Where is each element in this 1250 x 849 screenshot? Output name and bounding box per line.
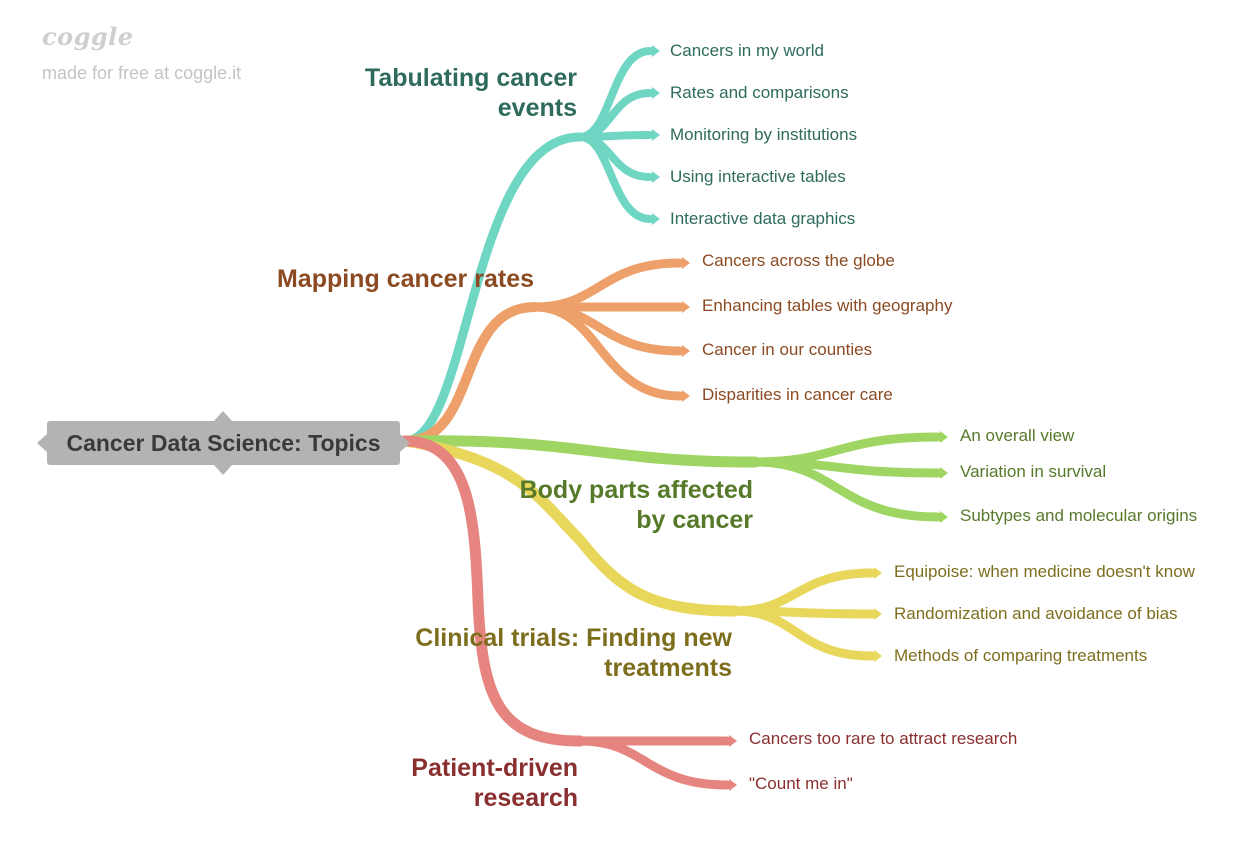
leaf-node[interactable]: Monitoring by institutions <box>670 125 858 144</box>
branch-label-line: treatments <box>604 654 732 682</box>
root-node[interactable]: Cancer Data Science: Topics <box>47 421 400 465</box>
branch-label-line: Mapping cancer rates <box>276 265 534 293</box>
arrowhead-icon <box>729 779 737 791</box>
branch-connector <box>399 435 761 468</box>
branch-patient-driven-research[interactable]: Patient-driven research <box>411 753 578 813</box>
leaf-connector <box>730 568 877 616</box>
branch-connector <box>399 435 586 747</box>
leaf-connector <box>530 302 685 401</box>
arrowhead-icon <box>682 257 690 269</box>
branch-label-line: Clinical trials: Finding new <box>415 624 732 652</box>
leaf-node[interactable]: Cancers across the globe <box>702 251 895 270</box>
branch-label-line: research <box>473 784 578 812</box>
leaf-node[interactable]: Cancer in our counties <box>702 340 873 359</box>
expand-left-arrow-icon[interactable] <box>37 434 47 452</box>
branch-connector <box>399 435 741 617</box>
branch-clinical-trials[interactable]: Clinical trials: Finding new treatments <box>415 623 732 683</box>
leaf-connector <box>575 736 732 790</box>
leaf-node[interactable]: Enhancing tables with geography <box>702 296 953 315</box>
arrowhead-icon <box>652 213 660 225</box>
branch-connector <box>400 302 540 446</box>
arrowhead-icon <box>652 171 660 183</box>
branch-label-line: Tabulating cancer <box>364 64 577 92</box>
branch-label-line: by cancer <box>636 506 753 534</box>
arrowhead-icon <box>652 87 660 99</box>
arrowhead-icon <box>874 650 882 662</box>
leaf-connector <box>730 606 877 661</box>
expand-down-arrow-icon[interactable] <box>214 465 232 475</box>
expand-right-arrow-icon[interactable] <box>400 434 410 452</box>
leaf-node[interactable]: Cancers in my world <box>670 41 824 60</box>
leaf-node[interactable]: Variation in survival <box>960 462 1107 481</box>
arrowhead-icon <box>874 608 882 620</box>
arrowhead-icon <box>682 301 690 313</box>
leaf-node[interactable]: Equipoise: when medicine doesn't know <box>894 562 1195 581</box>
leaf-node[interactable]: "Count me in" <box>749 774 853 793</box>
coggle-tagline: made for free at coggle.it <box>42 63 242 83</box>
arrowhead-icon <box>682 390 690 402</box>
leaf-node[interactable]: An overall view <box>960 426 1075 445</box>
arrowhead-icon <box>652 129 660 141</box>
arrowhead-icon <box>940 467 948 479</box>
leaf-node[interactable]: Cancers too rare to attract research <box>749 729 1018 748</box>
coggle-logo: coggle <box>42 22 134 51</box>
branch-body-parts-affected[interactable]: Body parts affected by cancer <box>520 475 753 535</box>
branch-label-line: Body parts affected <box>519 476 753 504</box>
branch-connector <box>400 132 585 446</box>
leaf-connector <box>576 133 654 223</box>
arrowhead-icon <box>729 735 737 747</box>
branch-mapping-cancer-rates[interactable]: Mapping cancer rates <box>277 264 534 294</box>
arrowhead-icon <box>682 345 690 357</box>
leaf-connector <box>750 457 943 522</box>
leaf-node[interactable]: Methods of comparing treatments <box>894 646 1148 665</box>
branch-tabulating-cancer-events[interactable]: Tabulating cancer events <box>365 63 577 123</box>
leaf-node[interactable]: Using interactive tables <box>670 167 846 186</box>
leaf-connector <box>530 258 685 312</box>
leaf-node[interactable]: Subtypes and molecular origins <box>960 506 1198 525</box>
leaf-node[interactable]: Randomization and avoidance of bias <box>894 604 1178 623</box>
arrowhead-icon <box>940 511 948 523</box>
arrowhead-icon <box>652 45 660 57</box>
branch-label-line: events <box>497 94 577 122</box>
arrowhead-icon <box>940 431 948 443</box>
leaf-node[interactable]: Rates and comparisons <box>670 83 849 102</box>
leaf-node[interactable]: Disparities in cancer care <box>702 385 893 404</box>
branch-label-line: Patient-driven <box>411 754 578 782</box>
root-node-label: Cancer Data Science: Topics <box>66 429 381 456</box>
arrowhead-icon <box>874 567 882 579</box>
leaf-node[interactable]: Interactive data graphics <box>670 209 856 228</box>
expand-up-arrow-icon[interactable] <box>214 411 232 421</box>
